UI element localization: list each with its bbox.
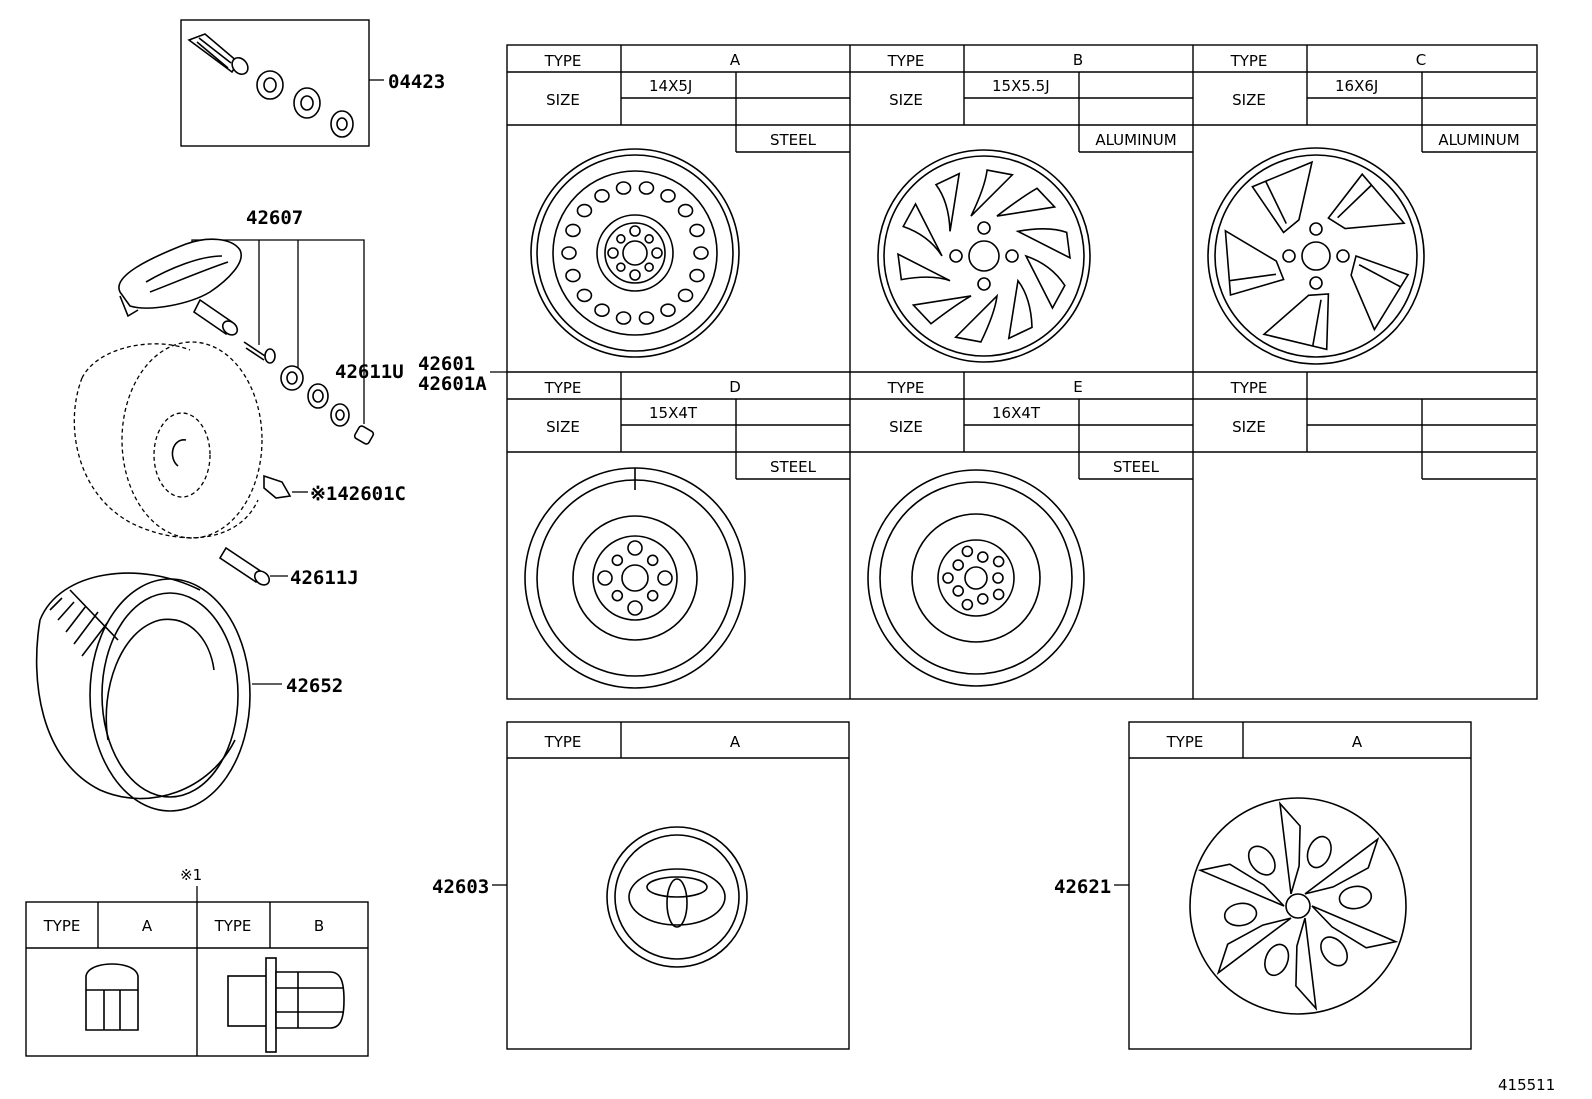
wheel-size-label: SIZE: [546, 91, 580, 109]
wheel-cap-icon: [1189, 797, 1407, 1015]
wheel-d-steel-icon: [524, 467, 746, 689]
wheel-type-label: TYPE: [1230, 52, 1268, 70]
valve-kit-box: [180, 19, 370, 147]
wheel-type-value: E: [1073, 378, 1082, 396]
wheel-type-label: TYPE: [544, 379, 582, 397]
grommet-icon: [256, 70, 284, 100]
lug-nut-b-icon: [227, 957, 345, 1053]
wheel-type-value: C: [1416, 51, 1426, 69]
note-mark: ※1: [180, 866, 202, 884]
lug-nut-ref-group: ※142601C: [263, 474, 406, 505]
wheel-type-value: D: [729, 378, 741, 396]
wheel-size-value: 16X6J: [1335, 77, 1378, 95]
wheel-cell-2: TYPE C SIZE 16X6J ALUMINUM: [1193, 45, 1536, 153]
wheel-material: ALUMINUM: [1438, 131, 1519, 149]
tpms-washer-icon: [307, 383, 329, 409]
label-42601A: 42601A: [418, 373, 487, 395]
wheel-cell-0: TYPE A SIZE 14X5J STEEL: [507, 45, 850, 153]
wheel-size-value: 14X5J: [649, 77, 692, 95]
wheel-size-label: SIZE: [889, 91, 923, 109]
wheel-size-label: SIZE: [889, 418, 923, 436]
wheel-cell-4: TYPE E SIZE 16X4T STEEL: [850, 372, 1193, 480]
wheel-cell-3: TYPE D SIZE 15X4T STEEL: [507, 372, 850, 480]
tire-outer-icon: [89, 578, 251, 812]
valve-stem-icon: [187, 33, 249, 76]
wheel-type-value: A: [730, 51, 741, 69]
nut-table: ※1 TYPE A TYPE B: [25, 866, 369, 1057]
lug-nut-a-icon: [85, 963, 139, 1031]
diagram-id: 415511: [1498, 1076, 1555, 1094]
wheel-b-aluminum-icon: [877, 149, 1091, 363]
cap-type-value: A: [1352, 733, 1363, 751]
cap-type-label: TYPE: [1166, 733, 1204, 751]
wheel-e-steel-icon: [867, 469, 1085, 687]
tpms-grommet-icon: [280, 365, 304, 391]
label-42601: 42601: [418, 353, 475, 375]
wheel-a-steel-icon: [530, 148, 740, 358]
ornament-type-label: TYPE: [544, 733, 582, 751]
wheel-size-label: SIZE: [1232, 418, 1266, 436]
wheel-material: ALUMINUM: [1095, 131, 1176, 149]
valve-cap-icon: [353, 425, 375, 445]
wheel-size-label: SIZE: [546, 418, 580, 436]
wheel-cell-5: TYPE SIZE: [1193, 372, 1536, 480]
wheel-material: STEEL: [1113, 458, 1160, 476]
wheel-type-value: B: [1073, 51, 1083, 69]
label-42611J: 42611J: [290, 567, 359, 589]
wheel-type-label: TYPE: [544, 52, 582, 70]
wheel-outline-dashed: [73, 341, 263, 539]
valve-42611j-group: 42611J: [218, 546, 359, 589]
toyota-emblem-icon: [606, 826, 748, 968]
wheel-cell-1: TYPE B SIZE 15X5.5J ALUMINUM: [850, 45, 1193, 153]
wheel-size-label: SIZE: [1232, 91, 1266, 109]
core-valve-icon: [243, 341, 276, 364]
wheel-size-value: 15X5.5J: [992, 77, 1050, 95]
wheel-type-label: TYPE: [887, 379, 925, 397]
label-42652: 42652: [286, 675, 343, 697]
wheel-cap-table: TYPE A 42621: [1054, 721, 1472, 1050]
label-42607: 42607: [246, 207, 303, 229]
label-42621: 42621: [1054, 876, 1111, 898]
wheel-material: STEEL: [770, 131, 817, 149]
nut-type-a: A: [142, 917, 153, 935]
label-42603: 42603: [432, 876, 489, 898]
label-42611U: 42611U: [335, 361, 404, 383]
wheel-table: 42601 42601A TYPE A SIZE 14X5J STEEL TYPE B SIZ…: [418, 44, 1538, 700]
ornament-type-value: A: [730, 733, 741, 751]
wheel-material: STEEL: [770, 458, 817, 476]
tire-group: 42652: [35, 572, 343, 812]
wheel-type-label: TYPE: [887, 52, 925, 70]
ornament-table: TYPE A 42603: [432, 721, 850, 1050]
nut-type-label-a: TYPE: [43, 917, 81, 935]
tpms-group: 42607 42611U: [118, 207, 404, 445]
wheel-type-label: TYPE: [1230, 379, 1268, 397]
nut-type-b: B: [314, 917, 324, 935]
valve-kit-group: 04423: [180, 19, 445, 147]
nut-icon: [330, 110, 354, 138]
wheel-size-value: 15X4T: [649, 404, 698, 422]
nut-type-label-b: TYPE: [214, 917, 252, 935]
label-04423: 04423: [388, 71, 445, 93]
lug-nut-small-icon: [263, 474, 292, 499]
tpms-sensor-icon: [118, 238, 242, 336]
label-42601C: ※142601C: [310, 483, 406, 505]
washer-icon: [293, 87, 321, 119]
wheel-c-aluminum-icon: [1207, 147, 1425, 365]
tpms-nut-icon: [330, 403, 350, 427]
wheel-size-value: 16X4T: [992, 404, 1041, 422]
